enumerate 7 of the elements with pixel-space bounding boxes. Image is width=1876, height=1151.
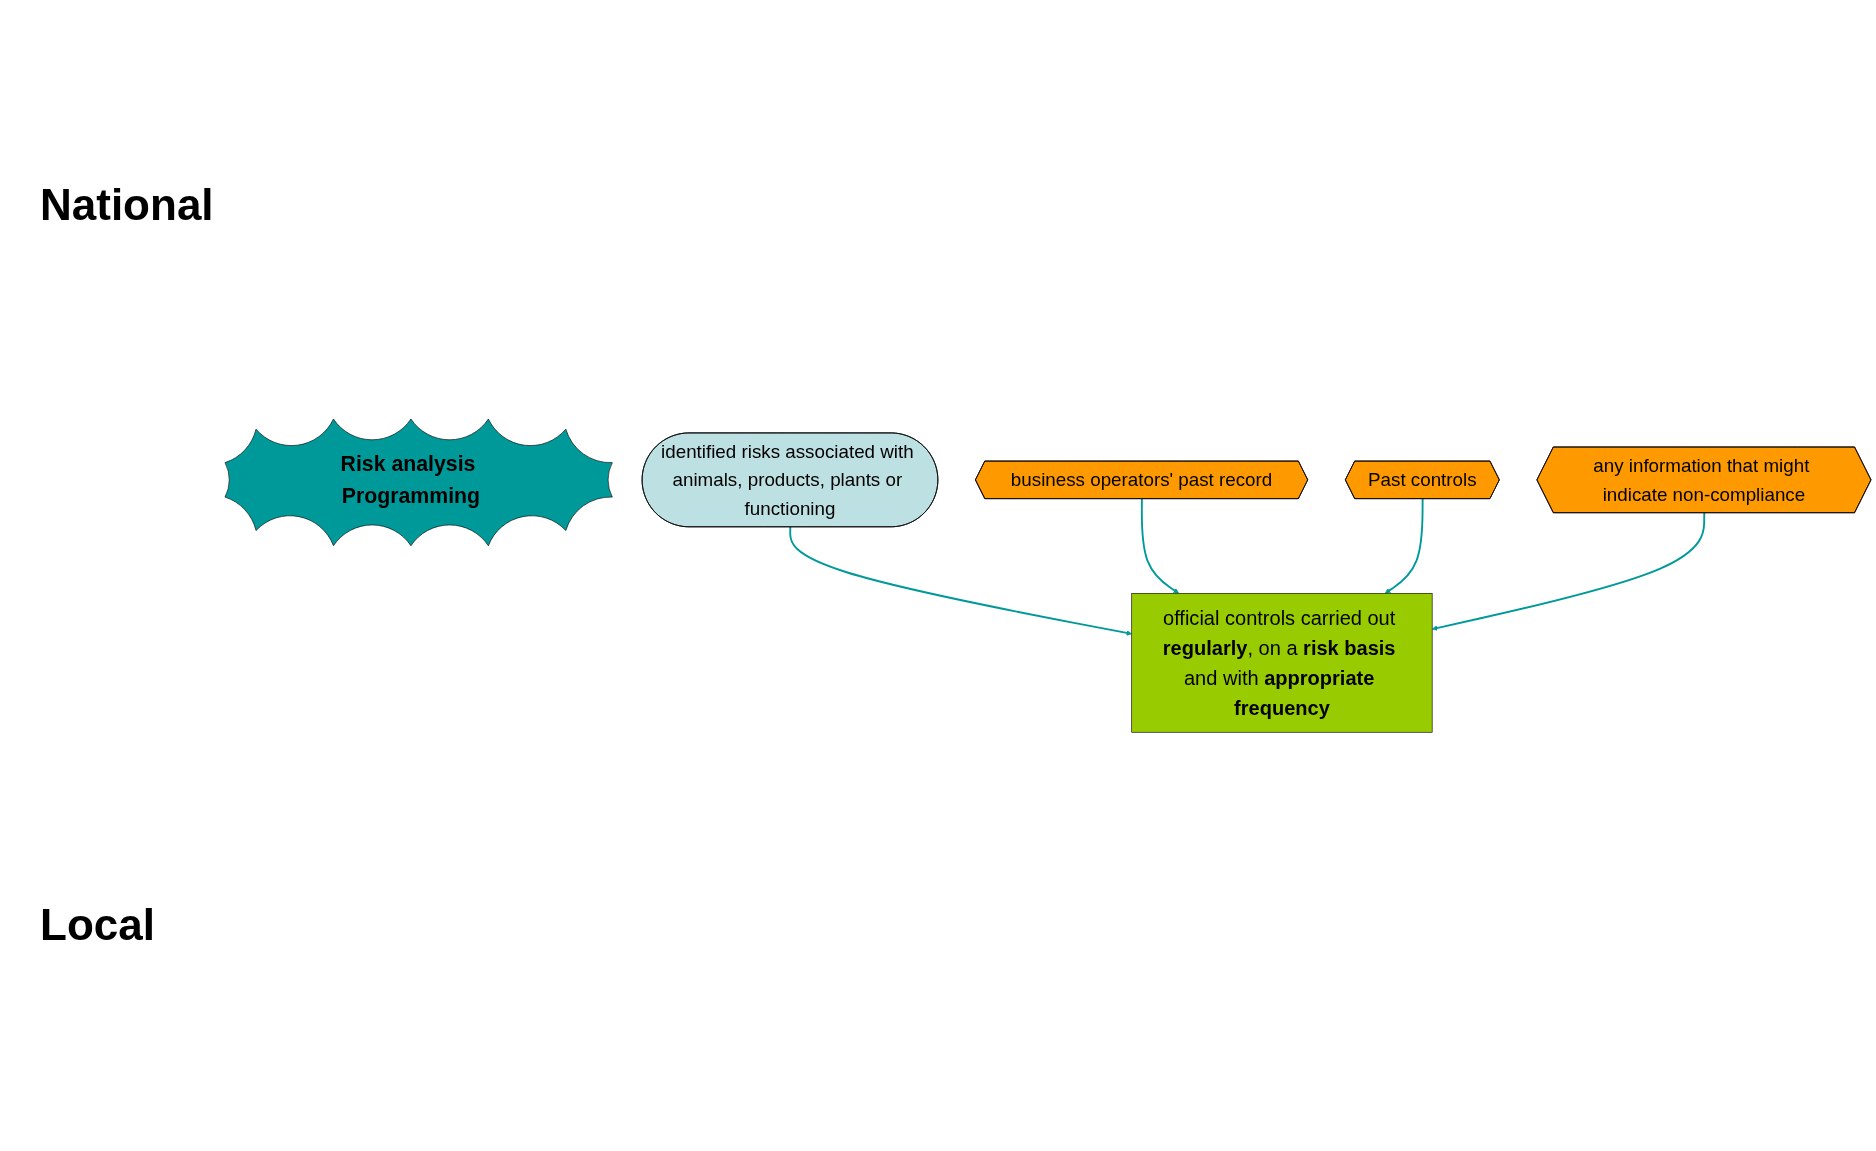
level-label: Local — [40, 900, 155, 950]
arrow — [1384, 497, 1424, 594]
level-label: National — [40, 180, 214, 230]
node-box: official controls carried out regularly, on a risk basis and with appropriate frequency — [1131, 592, 1433, 733]
arrow — [1431, 511, 1706, 631]
arrow — [1140, 497, 1179, 594]
arrow — [789, 526, 1132, 636]
